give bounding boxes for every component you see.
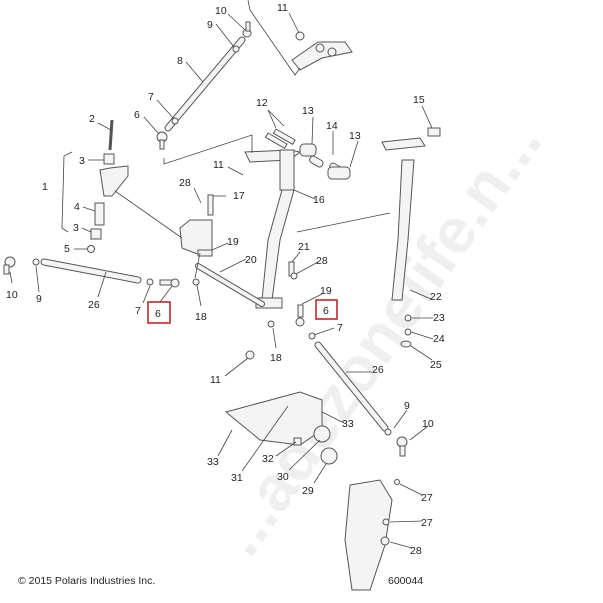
callout[interactable]: 27 (421, 517, 433, 529)
callout[interactable]: 6 (134, 109, 140, 121)
column-small-parts (264, 128, 351, 180)
callout[interactable]: 26 (372, 364, 384, 376)
callout[interactable]: 7 (135, 305, 141, 317)
right-tie-rod (295, 304, 408, 457)
callout[interactable]: 18 (195, 311, 207, 323)
callout[interactable]: 24 (433, 333, 445, 345)
callout[interactable]: 25 (430, 359, 442, 371)
callout[interactable]: 19 (320, 285, 332, 297)
callout[interactable]: 14 (326, 120, 338, 132)
callout[interactable]: 23 (433, 312, 445, 324)
callout[interactable]: 7 (148, 91, 154, 103)
callout[interactable]: 8 (177, 55, 183, 67)
callout[interactable]: 21 (298, 241, 310, 253)
callout[interactable]: 12 (256, 97, 268, 109)
callout[interactable]: 1 (42, 181, 48, 193)
highlight-box-right-6 (315, 299, 338, 320)
callout[interactable]: 3 (73, 222, 79, 234)
callout[interactable]: 27 (421, 492, 433, 504)
callout[interactable]: 28 (316, 255, 328, 267)
callout-highlighted[interactable]: 6 (155, 308, 161, 320)
callout[interactable]: 4 (74, 201, 80, 213)
idler-bracket (179, 194, 214, 257)
callout[interactable]: 33 (342, 418, 354, 430)
highlight-box-left-6 (147, 301, 171, 324)
callout[interactable]: 7 (337, 322, 343, 334)
top-bracket (291, 31, 353, 71)
leader-lines (9, 0, 434, 549)
diagram-number: 600044 (388, 575, 423, 587)
left-tie-rod (3, 256, 180, 288)
callout[interactable]: 20 (245, 254, 257, 266)
lower-bracket (224, 391, 338, 465)
callout[interactable]: 11 (210, 374, 221, 386)
callout[interactable]: 11 (277, 2, 288, 14)
callout[interactable]: 18 (270, 352, 282, 364)
callout-numbers: 10 9 8 7 6 11 12 13 14 13 15 2 3 1 4 3 5… (6, 2, 445, 557)
callout[interactable]: 10 (215, 5, 227, 17)
callout[interactable]: 9 (404, 400, 410, 412)
callout[interactable]: 11 (213, 159, 224, 171)
knuckle (344, 479, 400, 591)
callout-highlighted[interactable]: 6 (323, 305, 329, 317)
callout[interactable]: 32 (262, 453, 274, 465)
callout[interactable]: 16 (313, 194, 325, 206)
callout[interactable]: 10 (422, 418, 434, 430)
callout[interactable]: 22 (430, 291, 442, 303)
callout[interactable]: 28 (179, 177, 191, 189)
callout[interactable]: 2 (89, 113, 95, 125)
copyright-notice: © 2015 Polaris Industries Inc. (18, 575, 155, 587)
callout[interactable]: 26 (88, 299, 100, 311)
left-bracket-assembly (61, 119, 129, 253)
callout[interactable]: 28 (410, 545, 422, 557)
callout[interactable]: 13 (302, 105, 314, 117)
steering-shaft (244, 149, 302, 309)
callout[interactable]: 33 (207, 456, 219, 468)
callout[interactable]: 9 (207, 19, 213, 31)
callout[interactable]: 17 (233, 190, 245, 202)
callout[interactable]: 31 (231, 472, 243, 484)
callout[interactable]: 9 (36, 293, 42, 305)
callout[interactable]: 13 (349, 130, 361, 142)
callout[interactable]: 15 (413, 94, 425, 106)
callout[interactable]: 10 (6, 289, 18, 301)
callout[interactable]: 5 (64, 243, 70, 255)
center-link (192, 261, 298, 360)
callout[interactable]: 3 (79, 155, 85, 167)
right-steering-column (381, 127, 441, 348)
upper-tie-rod (156, 21, 252, 150)
callout[interactable]: 29 (302, 485, 314, 497)
callout[interactable]: 19 (227, 236, 239, 248)
callout[interactable]: 30 (277, 471, 289, 483)
